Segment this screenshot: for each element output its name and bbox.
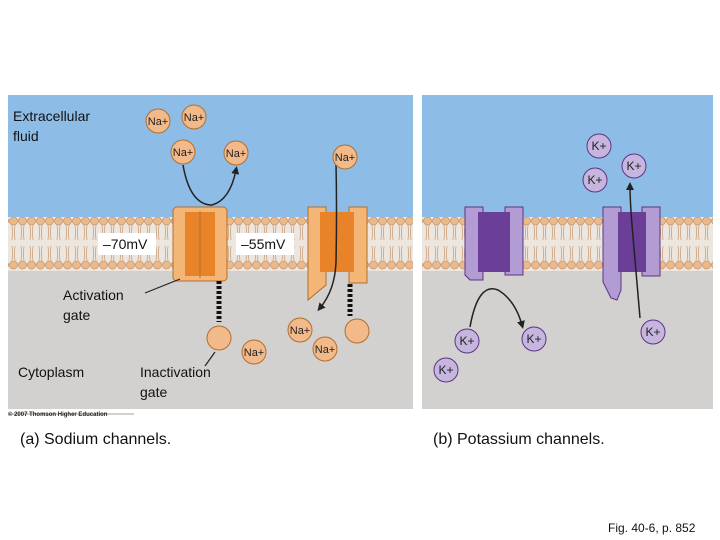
caption-potassium: (b) Potassium channels.	[433, 431, 605, 448]
sodium-ion: Na+	[241, 339, 267, 365]
svg-text:K+: K+	[459, 334, 474, 348]
copyright-notice: © 2007 Thomson Higher Education	[8, 412, 108, 418]
activation-gate-pointer	[144, 278, 181, 294]
svg-text:K+: K+	[645, 325, 660, 339]
potassium-channel-open	[464, 206, 524, 281]
potassium-ion: K+	[582, 167, 608, 193]
svg-text:Na+: Na+	[315, 344, 336, 356]
threshold-voltage-label: –55mV	[241, 236, 286, 252]
caption-sodium: (a) Sodium channels.	[20, 431, 172, 448]
potassium-ion: K+	[521, 326, 547, 352]
sodium-ion: Na+	[145, 108, 171, 134]
svg-text:Na+: Na+	[290, 325, 311, 337]
potassium-ion: K+	[433, 357, 459, 383]
cytoplasm-label: Cytoplasm	[18, 364, 85, 380]
voltage-box-1	[98, 233, 156, 255]
figure-reference: Fig. 40-6, p. 852	[608, 521, 696, 535]
extracellular-region-b	[422, 95, 713, 217]
ion-layer: Na+ Na+ Na+ Na+ Na+ Na+ Na+ Na+ K+ K+ K+ K+ K+ K+ K+	[145, 104, 666, 383]
sodium-ion: Na+	[181, 104, 207, 130]
svg-text:Na+: Na+	[184, 112, 205, 124]
inactivation-gate-ball	[206, 325, 232, 351]
svg-text:Na+: Na+	[173, 147, 194, 159]
potassium-ion: K+	[454, 328, 480, 354]
potassium-ion: K+	[621, 153, 647, 179]
activation-gate-label: Activation gate	[63, 287, 124, 323]
resting-voltage-label: –70mV	[103, 236, 148, 252]
sodium-ion: Na+	[170, 139, 196, 165]
svg-text:K+: K+	[591, 139, 606, 153]
svg-text:Na+: Na+	[148, 116, 169, 128]
sodium-ion: Na+	[287, 317, 313, 343]
potassium-exit-arrow-1	[469, 288, 525, 329]
potassium-ion: K+	[586, 133, 612, 159]
inactivation-gate-ball-2	[344, 318, 370, 344]
svg-text:Na+: Na+	[335, 152, 356, 164]
inactivation-gate-label: Inactivation gate	[140, 364, 211, 400]
sodium-ion: Na+	[223, 140, 249, 166]
extracellular-label: Extracellular fluid	[13, 108, 91, 144]
svg-text:Na+: Na+	[226, 148, 247, 160]
svg-text:Na+: Na+	[244, 347, 265, 359]
svg-text:K+: K+	[587, 173, 602, 187]
sodium-channel-closed	[144, 206, 232, 367]
sodium-ion: Na+	[312, 336, 338, 362]
sodium-entry-arrow-2	[317, 162, 338, 312]
sodium-entry-arrow-1	[182, 164, 240, 206]
svg-text:K+: K+	[626, 159, 641, 173]
potassium-exit-arrow-2	[626, 182, 641, 319]
inactivation-gate-pointer	[204, 351, 216, 367]
potassium-ion: K+	[640, 319, 666, 345]
svg-text:K+: K+	[526, 332, 541, 346]
voltage-box-2	[236, 233, 294, 255]
svg-text:K+: K+	[438, 363, 453, 377]
potassium-channel-closing	[602, 206, 661, 301]
sodium-ion: Na+	[332, 144, 358, 170]
